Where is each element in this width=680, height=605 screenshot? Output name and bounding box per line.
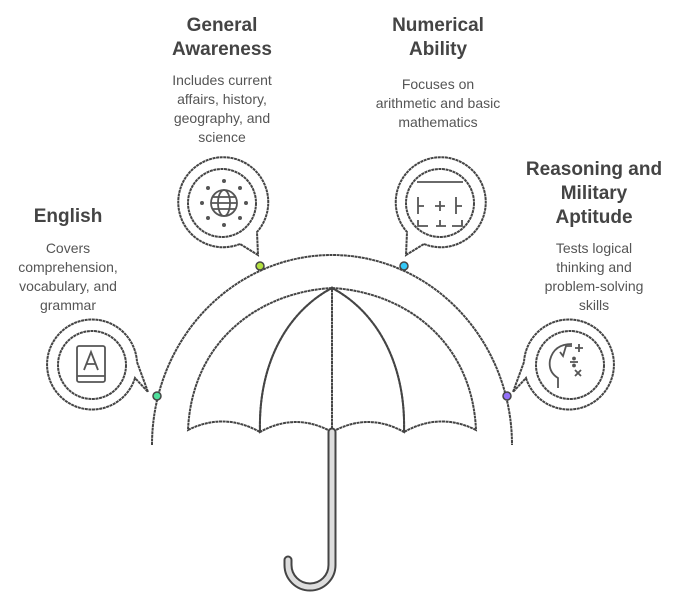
- title: Reasoning and: [526, 159, 662, 180]
- bubble-english: [46, 318, 149, 411]
- bubble-general-awareness: [177, 156, 270, 257]
- desc-line: affairs, history,: [177, 91, 267, 107]
- umbrella-canopy: [186, 286, 478, 434]
- connector-dot-english: [152, 391, 162, 401]
- connector-dot-numerical: [399, 261, 409, 271]
- desc-line: Tests logical: [556, 240, 632, 256]
- title: Numerical: [392, 15, 484, 36]
- title: Military: [561, 183, 628, 204]
- title: English: [34, 206, 103, 227]
- umbrella-handle: [283, 427, 337, 592]
- outer-arc: [151, 254, 513, 446]
- desc-line: geography, and: [174, 110, 270, 126]
- desc-line: Includes current: [172, 72, 272, 88]
- label-numerical-ability: Numerical Ability Focuses on arithmetic …: [376, 15, 501, 130]
- desc-line: vocabulary, and: [19, 278, 117, 294]
- connector-dot-general: [255, 261, 265, 271]
- bubble-numerical-ability: [394, 156, 487, 257]
- title: Awareness: [172, 39, 272, 60]
- label-english: English Covers comprehension, vocabulary…: [18, 206, 118, 313]
- title: General: [187, 15, 258, 36]
- desc-line: skills: [579, 297, 609, 313]
- connector-dot-reasoning: [502, 391, 512, 401]
- desc-line: Focuses on: [402, 76, 474, 92]
- globe-icon: [210, 189, 238, 217]
- desc-line: arithmetic and basic: [376, 95, 501, 111]
- book-a-icon: [76, 345, 106, 383]
- desc-line: thinking and: [556, 259, 632, 275]
- title: Aptitude: [555, 207, 632, 228]
- calculator-icon: [417, 181, 463, 227]
- brain-math-icon: [548, 343, 583, 388]
- title: Ability: [409, 39, 467, 60]
- bubble-reasoning-military-aptitude: [512, 318, 615, 411]
- desc-line: comprehension,: [18, 259, 118, 275]
- desc-line: science: [198, 129, 246, 145]
- label-general-awareness: General Awareness Includes current affai…: [172, 15, 272, 145]
- desc-line: grammar: [40, 297, 96, 313]
- label-reasoning-military-aptitude: Reasoning and Military Aptitude Tests lo…: [526, 159, 662, 313]
- desc-line: mathematics: [398, 114, 477, 130]
- desc-line: Covers: [46, 240, 90, 256]
- desc-line: problem-solving: [545, 278, 644, 294]
